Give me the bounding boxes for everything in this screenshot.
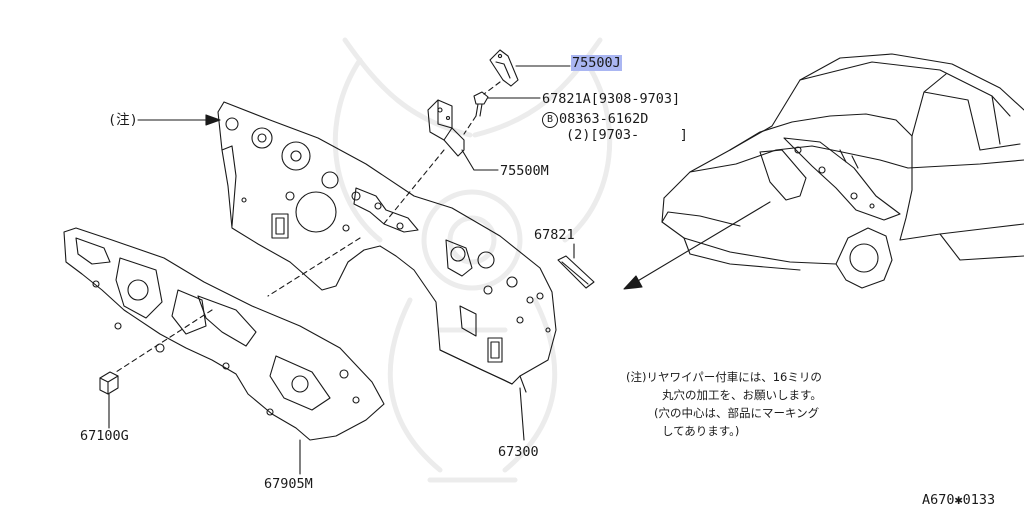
note-line-4: してあります。) xyxy=(662,424,740,438)
bolt-code-symbol: B xyxy=(542,112,558,128)
leader-75500M xyxy=(461,149,499,171)
part-75500J-highlight: 75500J xyxy=(571,55,622,71)
part-75500M-label: 75500M xyxy=(500,163,549,179)
leader-67300 xyxy=(519,387,525,441)
part-67905M-label: 67905M xyxy=(264,476,313,492)
part-67821A-label: 67821A[9308-9703] xyxy=(542,91,681,107)
part-67300-label: 67300 xyxy=(498,444,539,460)
note-arrow-head xyxy=(205,114,221,126)
vehicle-pointer-arrow-head xyxy=(623,275,643,290)
part-67100G-label: 67100G xyxy=(80,428,129,444)
note-line-1: (注)リヤワイパー付車には、16ミリの xyxy=(626,370,822,384)
bolt-qty-label: (2)[9703- ] xyxy=(566,127,688,143)
note-line-2: 丸穴の加工を、お願いします。 xyxy=(662,388,822,402)
note-marker-label: (注) xyxy=(108,112,138,128)
part-75500J-label[interactable]: 75500J xyxy=(571,55,622,71)
vehicle-body xyxy=(661,53,1024,289)
part-67821-label: 67821 xyxy=(534,227,575,243)
insulator-67905M xyxy=(63,227,385,441)
part-75500J-bracket xyxy=(489,49,519,87)
note-line-3: (穴の中心は、部品にマーキング xyxy=(654,406,820,420)
diagram-code: A670✱0133 xyxy=(922,492,996,508)
bolt-67821A xyxy=(473,91,489,117)
seal-67821 xyxy=(557,255,595,289)
dash-panel-67300 xyxy=(217,101,557,393)
vehicle-pointer-arrow xyxy=(635,201,771,283)
rear-wiper-note: (注)リヤワイパー付車には、16ミリの 丸穴の加工を、お願いします。 (穴の中心… xyxy=(626,368,822,440)
clip-67100G xyxy=(99,371,119,395)
bolt-code-text: 08363-6162D xyxy=(559,111,649,127)
part-75500M-bracket xyxy=(427,99,465,157)
assembly-dashed-lines xyxy=(115,81,501,373)
